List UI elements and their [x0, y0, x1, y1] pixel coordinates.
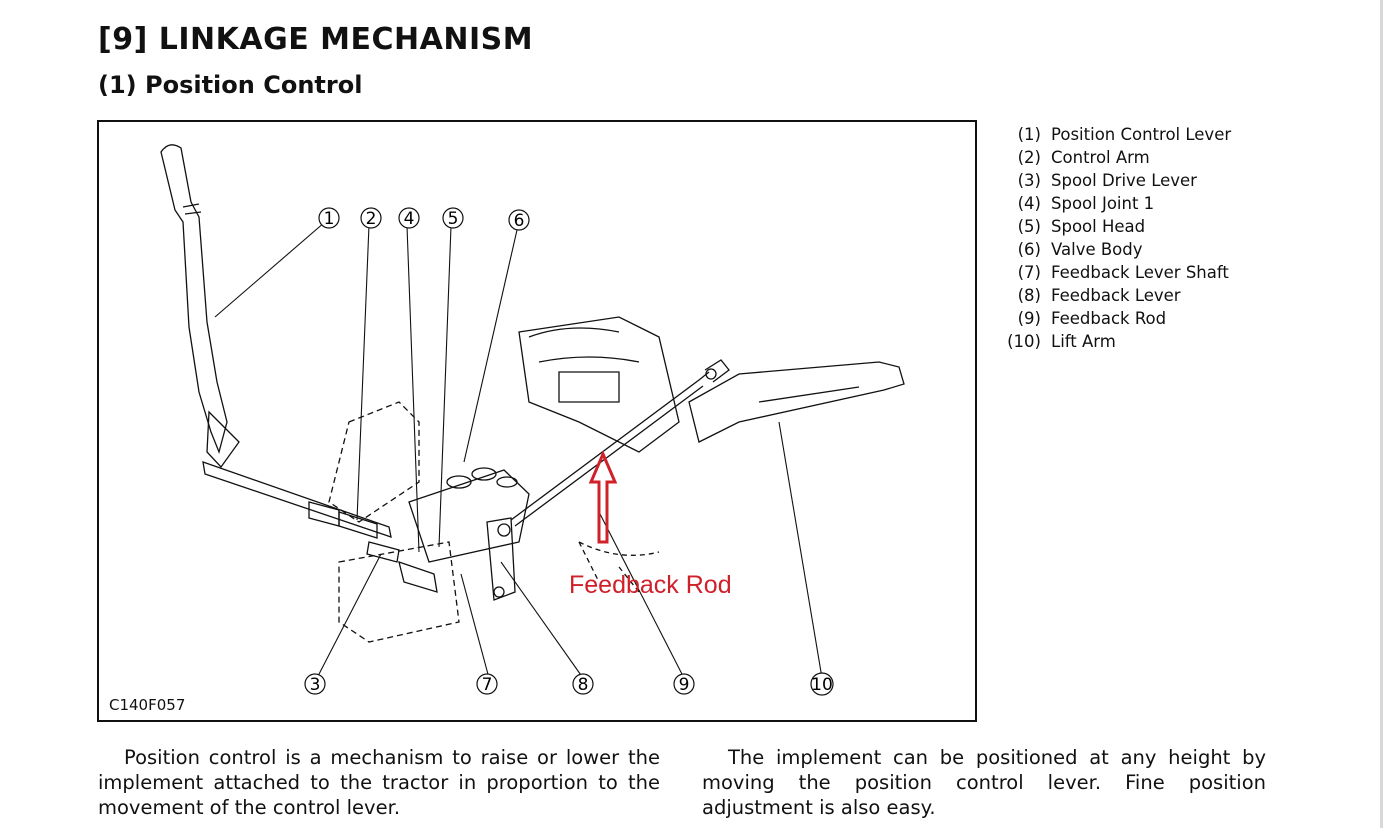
legend-label: Valve Body: [1051, 240, 1143, 259]
legend-item: (9) Feedback Rod: [994, 307, 1231, 330]
legend-item: (6) Valve Body: [994, 238, 1231, 261]
callout-4: 4: [404, 209, 415, 229]
legend-num: (4): [1017, 194, 1041, 213]
legend-item: (4) Spool Joint 1: [994, 192, 1231, 215]
legend-label: Position Control Lever: [1051, 125, 1232, 144]
mechanism-sketch: [160, 144, 905, 643]
legend-num: (8): [1017, 286, 1041, 305]
legend-label: Spool Head: [1051, 217, 1146, 236]
callout-8: 8: [578, 675, 589, 695]
callout-1: 1: [324, 209, 335, 229]
paragraph-left: Position control is a mechanism to raise…: [98, 746, 660, 819]
legend-item: (1) Position Control Lever: [994, 123, 1232, 146]
parts-legend: (1) Position Control Lever (2) Control Arm…: [994, 123, 1231, 353]
legend-num: (9): [1017, 309, 1041, 328]
legend-label: Spool Drive Lever: [1051, 171, 1197, 190]
callout-9: 9: [679, 675, 690, 695]
paragraph-right: The implement can be positioned at any h…: [702, 746, 1266, 819]
legend-num: (5): [1017, 217, 1041, 236]
section-title: [9] LINKAGE MECHANISM: [98, 22, 534, 57]
legend-num: (10): [1007, 332, 1041, 351]
figure-code: C140F057: [109, 696, 186, 714]
callout-5: 5: [448, 209, 459, 229]
legend-item: (2) Control Arm: [994, 146, 1231, 169]
legend-item: (10) Lift Arm: [994, 330, 1231, 353]
legend-item: (8) Feedback Lever: [994, 284, 1231, 307]
legend-label: Control Arm: [1051, 148, 1150, 167]
subsection-title: (1) Position Control: [98, 71, 363, 99]
legend-num: (2): [1017, 148, 1041, 167]
legend-label: Feedback Lever Shaft: [1051, 263, 1229, 282]
legend-label: Feedback Rod: [1051, 309, 1167, 328]
legend-item: (7) Feedback Lever Shaft: [994, 261, 1231, 284]
feedback-rod-annotation: Feedback Rod: [569, 571, 732, 599]
page-edge: [1380, 0, 1383, 828]
red-arrow-icon: [588, 450, 618, 544]
legend-num: (6): [1017, 240, 1041, 259]
legend-item: (5) Spool Head: [994, 215, 1231, 238]
callout-6: 6: [514, 211, 525, 231]
leader-lines: [214, 221, 823, 679]
legend-label: Spool Joint 1: [1051, 194, 1155, 213]
callout-2: 2: [366, 209, 377, 229]
legend-label: Lift Arm: [1051, 332, 1116, 351]
legend-label: Feedback Lever: [1051, 286, 1181, 305]
legend-num: (7): [1017, 263, 1041, 282]
callout-3: 3: [310, 675, 321, 695]
linkage-figure: 1 2 4 5 6 3 7 8 9 10 C140F057: [97, 120, 977, 722]
legend-num: (1): [1017, 125, 1041, 144]
callout-10: 10: [811, 675, 833, 695]
callouts: 1 2 4 5 6 3 7 8 9 10: [304, 207, 834, 696]
legend-num: (3): [1017, 171, 1041, 190]
legend-item: (3) Spool Drive Lever: [994, 169, 1231, 192]
callout-7: 7: [482, 675, 493, 695]
linkage-drawing: 1 2 4 5 6 3 7 8 9 10: [160, 144, 905, 696]
